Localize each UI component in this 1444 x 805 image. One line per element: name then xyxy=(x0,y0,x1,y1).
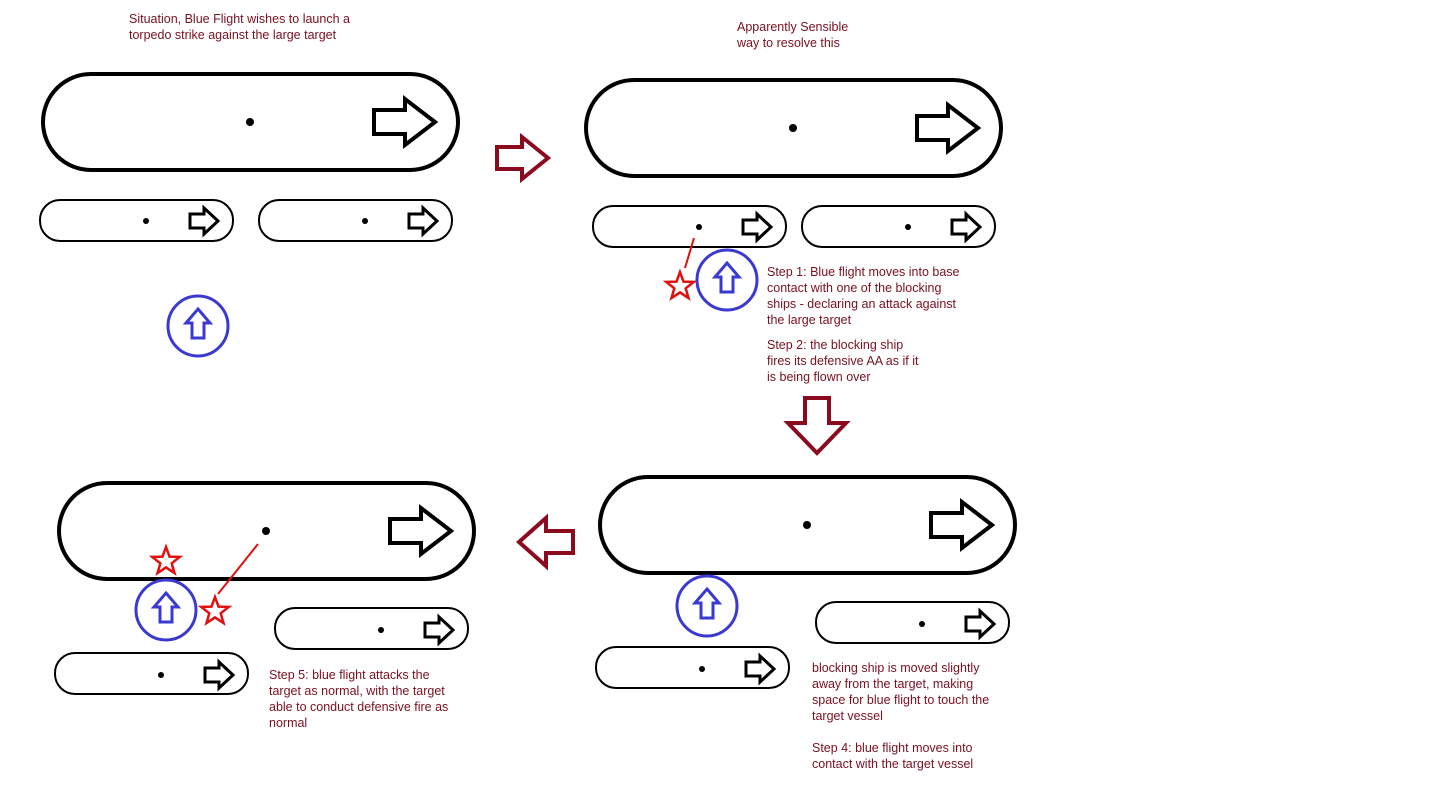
blocking-ship-left xyxy=(592,205,787,248)
arrow-right-icon xyxy=(372,94,439,150)
panel-step-3-4 xyxy=(595,475,1017,689)
blocking-ship-right xyxy=(801,205,996,248)
arrow-right-icon xyxy=(950,210,983,244)
blocking-ship-left xyxy=(595,646,790,689)
blocking-ship-left xyxy=(39,199,234,242)
panel-step-5 xyxy=(54,481,476,695)
star-icon xyxy=(662,268,698,302)
panel-situation xyxy=(39,72,460,358)
arrow-right-icon xyxy=(915,100,982,156)
arrow-up-icon xyxy=(691,586,723,620)
sensible-note: Apparently Sensible way to resolve this xyxy=(737,20,849,50)
step-5-note: Step 5: blue flight attacks the target a… xyxy=(269,668,449,730)
arrow-right-icon xyxy=(388,503,455,559)
star-icon xyxy=(148,543,184,577)
star-icon xyxy=(197,593,233,627)
arrow-up-icon xyxy=(182,306,214,340)
arrow-up-icon xyxy=(150,590,182,624)
blocking-ship-right xyxy=(815,601,1010,644)
arrow-right-icon xyxy=(423,613,456,647)
blue-flight xyxy=(695,248,759,312)
large-target-ship xyxy=(584,78,1003,178)
arrow-right-icon xyxy=(407,204,440,238)
arrow-right-icon xyxy=(964,607,997,641)
step-3-note: blocking ship is moved slightly away fro… xyxy=(812,661,990,723)
blue-flight xyxy=(675,574,739,638)
step-1-note: Step 1: Blue flight moves into base cont… xyxy=(767,265,960,327)
large-target-ship xyxy=(41,72,460,172)
step-2-note: Step 2: the blocking ship fires its defe… xyxy=(767,338,919,384)
blue-flight xyxy=(134,578,198,642)
arrow-right-icon xyxy=(188,204,221,238)
large-target-ship xyxy=(57,481,476,581)
arrow-right-icon xyxy=(929,497,996,553)
arrow-right-icon xyxy=(744,652,777,686)
blocking-ship-left xyxy=(54,652,249,695)
arrow-right-icon xyxy=(741,210,774,244)
defensive-fire-line xyxy=(217,543,259,595)
situation-note: Situation, Blue Flight wishes to launch … xyxy=(129,12,350,42)
flow-arrow-icon xyxy=(515,513,575,571)
step-4-note: Step 4: blue flight moves into contact w… xyxy=(812,741,974,771)
blocking-ship-right xyxy=(258,199,453,242)
blocking-ship-right xyxy=(274,607,469,650)
aa-fire-line xyxy=(684,237,695,269)
flow-arrow-icon xyxy=(495,132,552,184)
panel-step-1-2 xyxy=(584,78,1003,312)
large-target-ship xyxy=(598,475,1017,575)
blue-flight xyxy=(166,294,230,358)
flow-arrow-icon xyxy=(783,396,851,456)
arrow-up-icon xyxy=(711,260,743,294)
arrow-right-icon xyxy=(203,658,236,692)
